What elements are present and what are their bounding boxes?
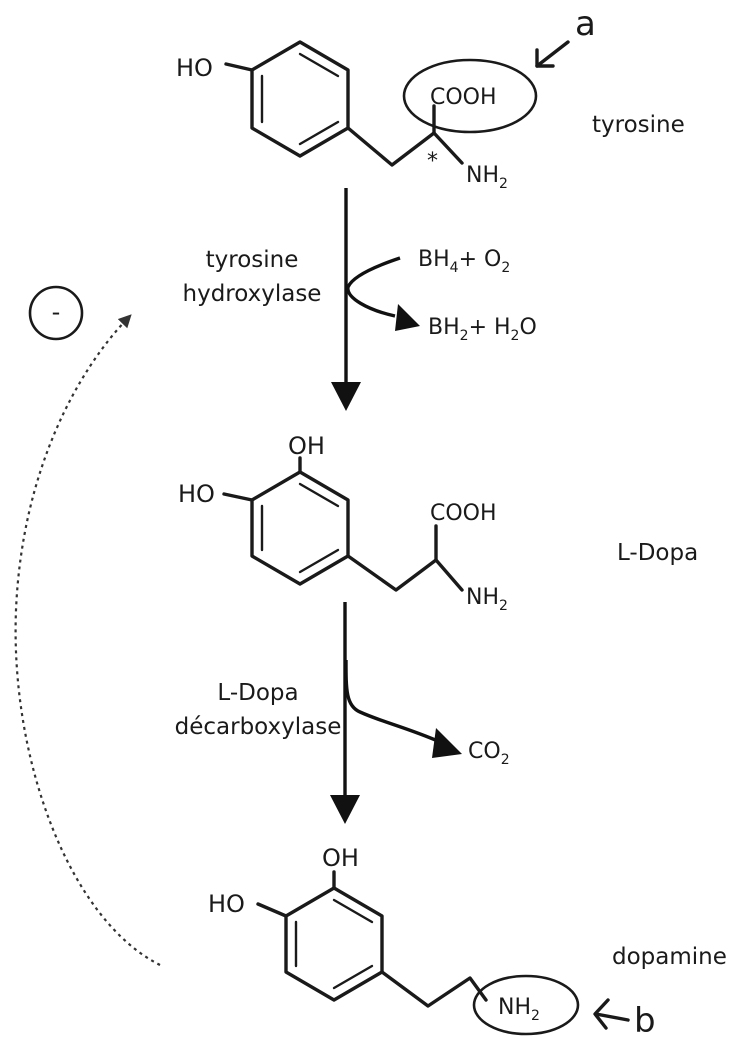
callout-a-ellipse: [402, 58, 538, 134]
dopamine-structure: OH HO NH2 dopamine: [208, 844, 727, 1036]
tyrosine-nh2-bond: [432, 131, 464, 165]
tyrosine-stereocenter-mark: *: [427, 149, 438, 174]
step2-cofactor-curve: [344, 659, 441, 744]
ldopa-nh2-bond: [434, 558, 464, 592]
dopamine-name: dopamine: [612, 944, 727, 970]
ldopa-structure: OH HO COOH NH2 L-Dopa: [178, 432, 698, 614]
enzyme1-line1: tyrosine: [206, 247, 299, 273]
ldopa-side-chain: [346, 554, 438, 592]
tyrosine-cooh-label: COOH: [430, 85, 497, 110]
inhibition-circle: [28, 285, 84, 341]
dopamine-oh-top-label: OH: [322, 844, 359, 872]
tyrosine-ho-label: HO: [176, 54, 213, 82]
step1-cofactor-arrowhead: [395, 304, 420, 331]
callout-a: a: [535, 4, 596, 68]
ldopa-oh-top-label: OH: [288, 432, 325, 460]
ldopa-ho-label: HO: [178, 480, 215, 508]
step1-cofactor-out: BH2+ H2O: [428, 315, 537, 344]
tyrosine-name: tyrosine: [592, 112, 685, 138]
dopamine-nh2-label: NH2: [498, 995, 540, 1024]
dopamine-oh-left-bond: [256, 902, 288, 918]
dopamine-side-chain: [380, 970, 488, 1008]
dopamine-benzene-ring: [284, 886, 384, 1002]
tyrosine-benzene-ring: [250, 40, 350, 158]
inhibition-minus: -: [52, 298, 61, 326]
ldopa-benzene-ring: [250, 470, 350, 586]
tyrosine-side-chain: [346, 126, 436, 167]
step2-reaction-arrow: [330, 602, 462, 824]
tyrosine-structure: HO COOH * NH2 tyrosine: [176, 40, 685, 192]
ldopa-name: L-Dopa: [617, 540, 698, 566]
ldopa-cooh-label: COOH: [430, 501, 497, 526]
tyrosine-oh-bond: [224, 62, 254, 72]
callout-b-arrowhead: [593, 998, 610, 1030]
step2-cofactor-out: CO2: [468, 739, 510, 768]
enzyme2-line2: décarboxylase: [175, 714, 342, 740]
callout-b-letter: b: [634, 1001, 656, 1039]
step1-cofactor-in: BH4+ O2: [418, 247, 510, 276]
callout-b: b: [593, 998, 656, 1039]
tyrosine-nh2-label: NH2: [466, 163, 508, 192]
enzyme1-line2: hydroxylase: [183, 281, 322, 307]
callout-b-arrow: [594, 1012, 630, 1022]
step1-cofactor-curve: [346, 256, 401, 318]
step1-reaction-arrow: [331, 188, 420, 411]
ldopa-nh2-label: NH2: [466, 585, 508, 614]
callout-a-arrow: [535, 40, 570, 68]
callout-a-arrowhead: [535, 48, 555, 68]
callout-a-letter: a: [575, 4, 596, 44]
ldopa-oh-left-bond: [222, 492, 254, 502]
dopamine-ho-label: HO: [208, 890, 245, 918]
feedback-inhibition-arrow: [14, 314, 161, 966]
step2-arrowhead: [330, 795, 360, 824]
enzyme2-line1: L-Dopa: [217, 680, 298, 706]
inhibition-symbol: -: [28, 285, 84, 341]
callout-b-ellipse: [472, 974, 580, 1036]
step2-cofactor-arrowhead: [432, 728, 462, 758]
step1-arrowhead: [331, 382, 361, 411]
